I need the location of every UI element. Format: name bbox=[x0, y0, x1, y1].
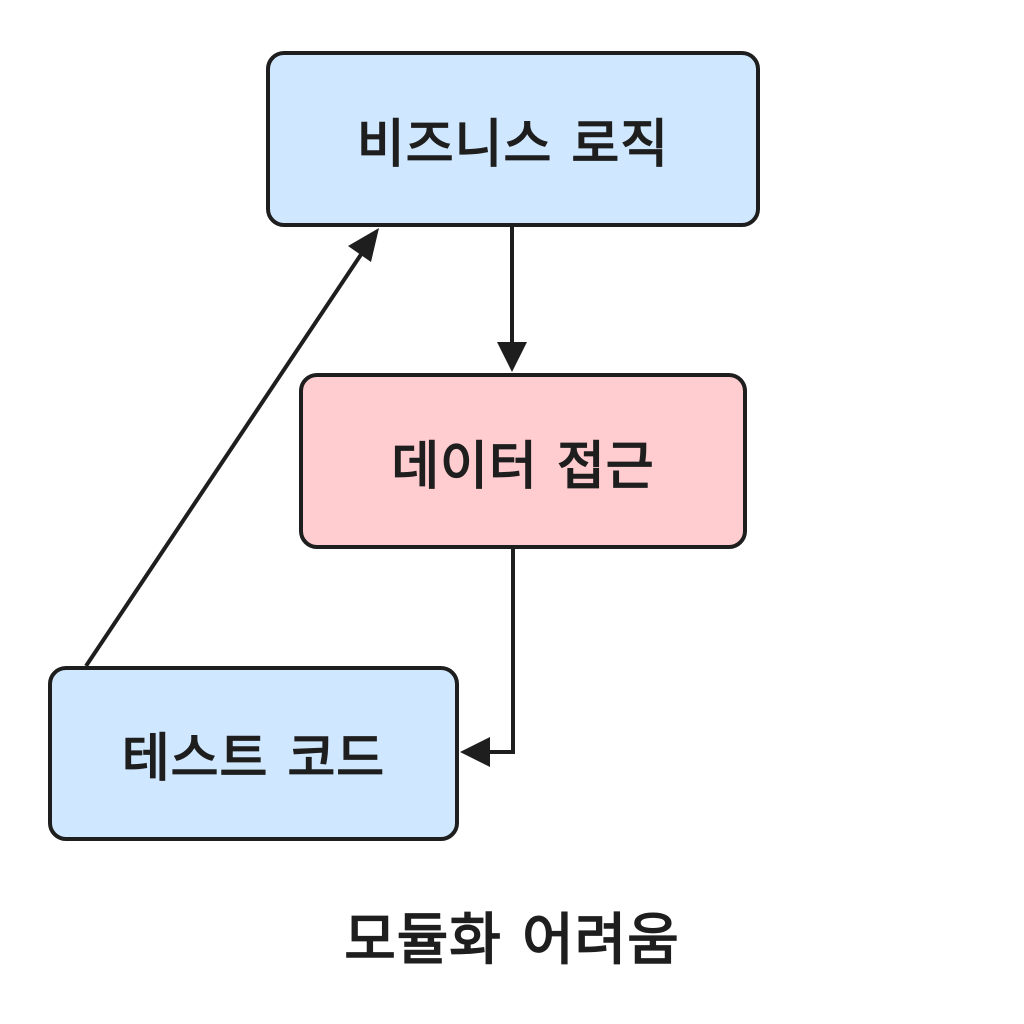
arrowhead-icon bbox=[348, 228, 379, 262]
edge-data-to-test bbox=[460, 549, 515, 767]
edge-business-to-data bbox=[497, 227, 527, 372]
diagram-caption: 모듈화 어려움 bbox=[344, 908, 680, 973]
edge-test-to-business bbox=[84, 228, 379, 668]
data-access-node: 데이터 접근 bbox=[299, 373, 747, 549]
business-logic-node: 비즈니스 로직 bbox=[266, 51, 760, 227]
arrowhead-icon bbox=[460, 737, 490, 767]
arrowhead-icon bbox=[497, 342, 527, 372]
test-code-node: 테스트 코드 bbox=[48, 666, 459, 841]
